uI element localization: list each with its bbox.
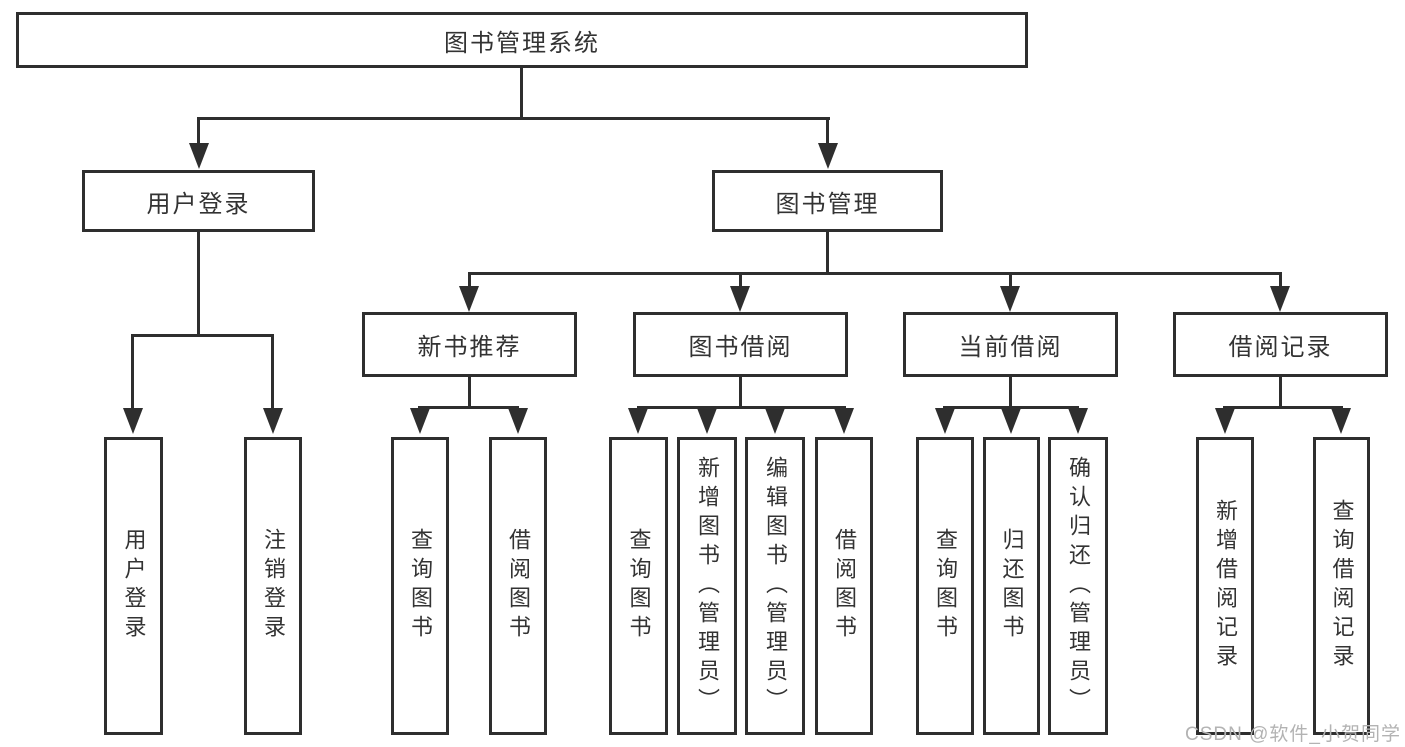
node-leaf-add-book-admin: 新增图书（管理员） <box>677 437 737 735</box>
arrow-down-icon <box>459 286 479 312</box>
connector-stem <box>468 377 471 406</box>
arrow-down-icon <box>628 408 648 434</box>
connector-bar <box>1223 406 1343 409</box>
node-leaf-confirm-return-admin: 确认归还（管理员） <box>1048 437 1108 735</box>
node-current-borrow: 当前借阅 <box>903 312 1118 377</box>
node-book-borrow: 图书借阅 <box>633 312 848 377</box>
node-leaf-edit-book-admin: 编辑图书（管理员） <box>745 437 805 735</box>
arrow-down-icon <box>935 408 955 434</box>
arrow-down-icon <box>697 408 717 434</box>
node-leaf-borrow-book-1: 借阅图书 <box>489 437 547 735</box>
connector-level2-bar <box>197 117 830 120</box>
arrow-down-icon <box>1215 408 1235 434</box>
connector-user-login-bar <box>131 334 274 337</box>
node-leaf-query-book-3: 查询图书 <box>916 437 974 735</box>
node-root: 图书管理系统 <box>16 12 1028 68</box>
connector-root-stem <box>520 68 523 117</box>
arrow-down-icon <box>1001 408 1021 434</box>
connector-user-login-arrow-stem <box>197 117 200 144</box>
node-leaf-query-borrow-record: 查询借阅记录 <box>1313 437 1370 735</box>
connector-stem <box>1009 377 1012 406</box>
node-leaf-query-book-2: 查询图书 <box>609 437 668 735</box>
connector-arm <box>131 334 134 410</box>
node-user-login: 用户登录 <box>82 170 315 232</box>
connector-stem <box>739 377 742 406</box>
connector-arm <box>1009 272 1012 287</box>
arrow-down-icon <box>1270 286 1290 312</box>
csdn-watermark: CSDN @软件_小贺同学 <box>1185 724 1401 745</box>
node-leaf-user-login: 用户登录 <box>104 437 163 735</box>
node-leaf-borrow-book-2: 借阅图书 <box>815 437 873 735</box>
node-book-management: 图书管理 <box>712 170 943 232</box>
arrow-down-icon <box>263 408 283 434</box>
node-leaf-add-borrow-record: 新增借阅记录 <box>1196 437 1254 735</box>
node-new-book-recommend: 新书推荐 <box>362 312 577 377</box>
node-borrow-record: 借阅记录 <box>1173 312 1388 377</box>
connector-bar <box>637 406 846 409</box>
arrow-down-icon <box>765 408 785 434</box>
arrow-down-icon <box>834 408 854 434</box>
arrow-down-icon <box>410 408 430 434</box>
connector-book-mgmt-stem <box>826 232 829 272</box>
connector-arm <box>468 272 471 287</box>
arrow-down-icon <box>508 408 528 434</box>
connector-bar <box>943 406 1079 409</box>
arrow-down-icon <box>818 143 838 169</box>
node-leaf-return-book: 归还图书 <box>983 437 1040 735</box>
arrow-down-icon <box>730 286 750 312</box>
connector-arm <box>1279 272 1282 287</box>
connector-level3-bar <box>468 272 1282 275</box>
node-leaf-logout: 注销登录 <box>244 437 302 735</box>
arrow-down-icon <box>123 408 143 434</box>
connector-book-mgmt-arrow-stem <box>826 117 829 144</box>
arrow-down-icon <box>189 143 209 169</box>
connector-bar <box>418 406 519 409</box>
connector-stem <box>1279 377 1282 406</box>
connector-user-login-stem <box>197 232 200 334</box>
connector-arm <box>271 334 274 410</box>
node-leaf-query-book-1: 查询图书 <box>391 437 449 735</box>
arrow-down-icon <box>1000 286 1020 312</box>
arrow-down-icon <box>1331 408 1351 434</box>
arrow-down-icon <box>1068 408 1088 434</box>
connector-arm <box>739 272 742 287</box>
